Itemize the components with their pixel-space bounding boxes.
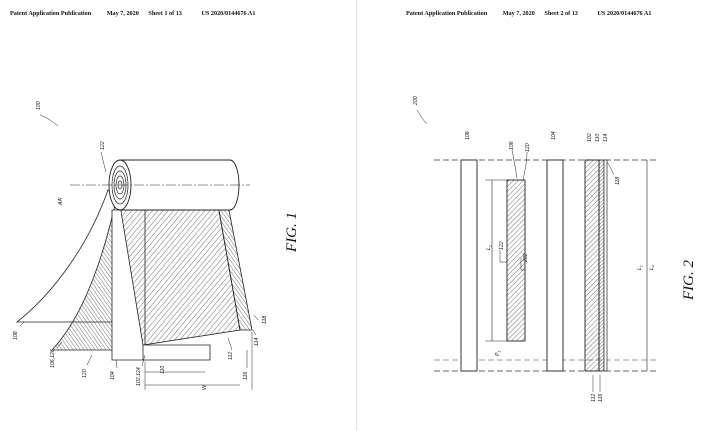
ref-w: W — [202, 384, 208, 390]
drawing-sheet-1: Patent Application Publication May 7, 20… — [0, 0, 356, 431]
ref-112: 112 — [228, 352, 234, 360]
layer-106-hatched — [51, 204, 119, 351]
ref-108: 108 — [13, 331, 19, 340]
publication-date: May 7, 2020 — [106, 10, 139, 17]
publication-title: Patent Application Publication — [10, 10, 92, 17]
ref-104: 104 — [551, 131, 557, 140]
ref-118: 118 — [615, 177, 621, 185]
publication-title: Patent Application Publication — [406, 10, 488, 17]
ref-116: 116 — [598, 394, 604, 402]
ref-202: 202 — [523, 253, 529, 263]
ref-114: 114 — [603, 134, 609, 142]
ref-114: 114 — [254, 338, 260, 346]
ref-100: 100 — [36, 101, 42, 110]
ref-112: 112 — [591, 394, 597, 402]
figure-1-label: FIG. 1 — [284, 212, 300, 253]
svg-text:L4: L4 — [649, 265, 656, 270]
ref-122: 122 — [100, 141, 106, 150]
ref-aa: AA' — [58, 196, 64, 206]
ref-110: 110 — [595, 134, 601, 142]
ref-122: 122 — [499, 241, 505, 250]
ref-102-124: 102,124 — [136, 367, 142, 386]
label-p1: P1 — [495, 351, 502, 356]
page-divider — [356, 0, 357, 431]
sheet-number: Sheet 1 of 13 — [148, 10, 182, 17]
label-l4: L4 — [649, 265, 656, 270]
layer-114 — [603, 159, 608, 372]
label-l2: L2 — [486, 245, 493, 250]
sheet-header: Patent Application Publication May 7, 20… — [406, 10, 651, 17]
layer-102 — [584, 159, 600, 372]
figure-2-label: FIG. 2 — [681, 260, 697, 301]
ref-120: 120 — [525, 143, 531, 152]
ref-110: 110 — [160, 366, 166, 374]
ref-116: 116 — [243, 372, 249, 380]
label-l1: L1 — [637, 265, 644, 270]
ref-106-126: 106,126 — [50, 349, 56, 368]
ref-106: 106 — [509, 141, 515, 150]
svg-text:L1: L1 — [637, 265, 644, 270]
patent-number: US 2020/0144676 A1 — [201, 10, 256, 17]
base-sheet — [142, 344, 211, 361]
drawing-sheet-2: Patent Application Publication May 7, 20… — [357, 0, 715, 431]
figure-1-drawing: 100 122 AA' 108 106,126 120 104 102,124 … — [13, 101, 300, 390]
sheet-header: Patent Application Publication May 7, 20… — [10, 10, 255, 17]
ref-118: 118 — [262, 316, 268, 324]
ref-104: 104 — [110, 371, 116, 380]
publication-date: May 7, 2020 — [502, 10, 535, 17]
layer-110 — [598, 159, 605, 372]
ref-120: 120 — [82, 369, 88, 378]
svg-text:P1: P1 — [495, 351, 502, 356]
sheet-number: Sheet 2 of 13 — [544, 10, 578, 17]
svg-text:L2: L2 — [486, 245, 493, 250]
patent-number: US 2020/0144676 A1 — [597, 10, 652, 17]
figure-2-drawing: 200 108 106 120 104 102 110 114 118 122 … — [413, 96, 697, 402]
ref-108: 108 — [465, 131, 471, 140]
layer-104 — [546, 159, 564, 372]
ref-200: 200 — [413, 96, 419, 106]
ref-102: 102 — [587, 133, 593, 142]
layer-108 — [460, 159, 478, 372]
layer-106 — [506, 179, 526, 342]
